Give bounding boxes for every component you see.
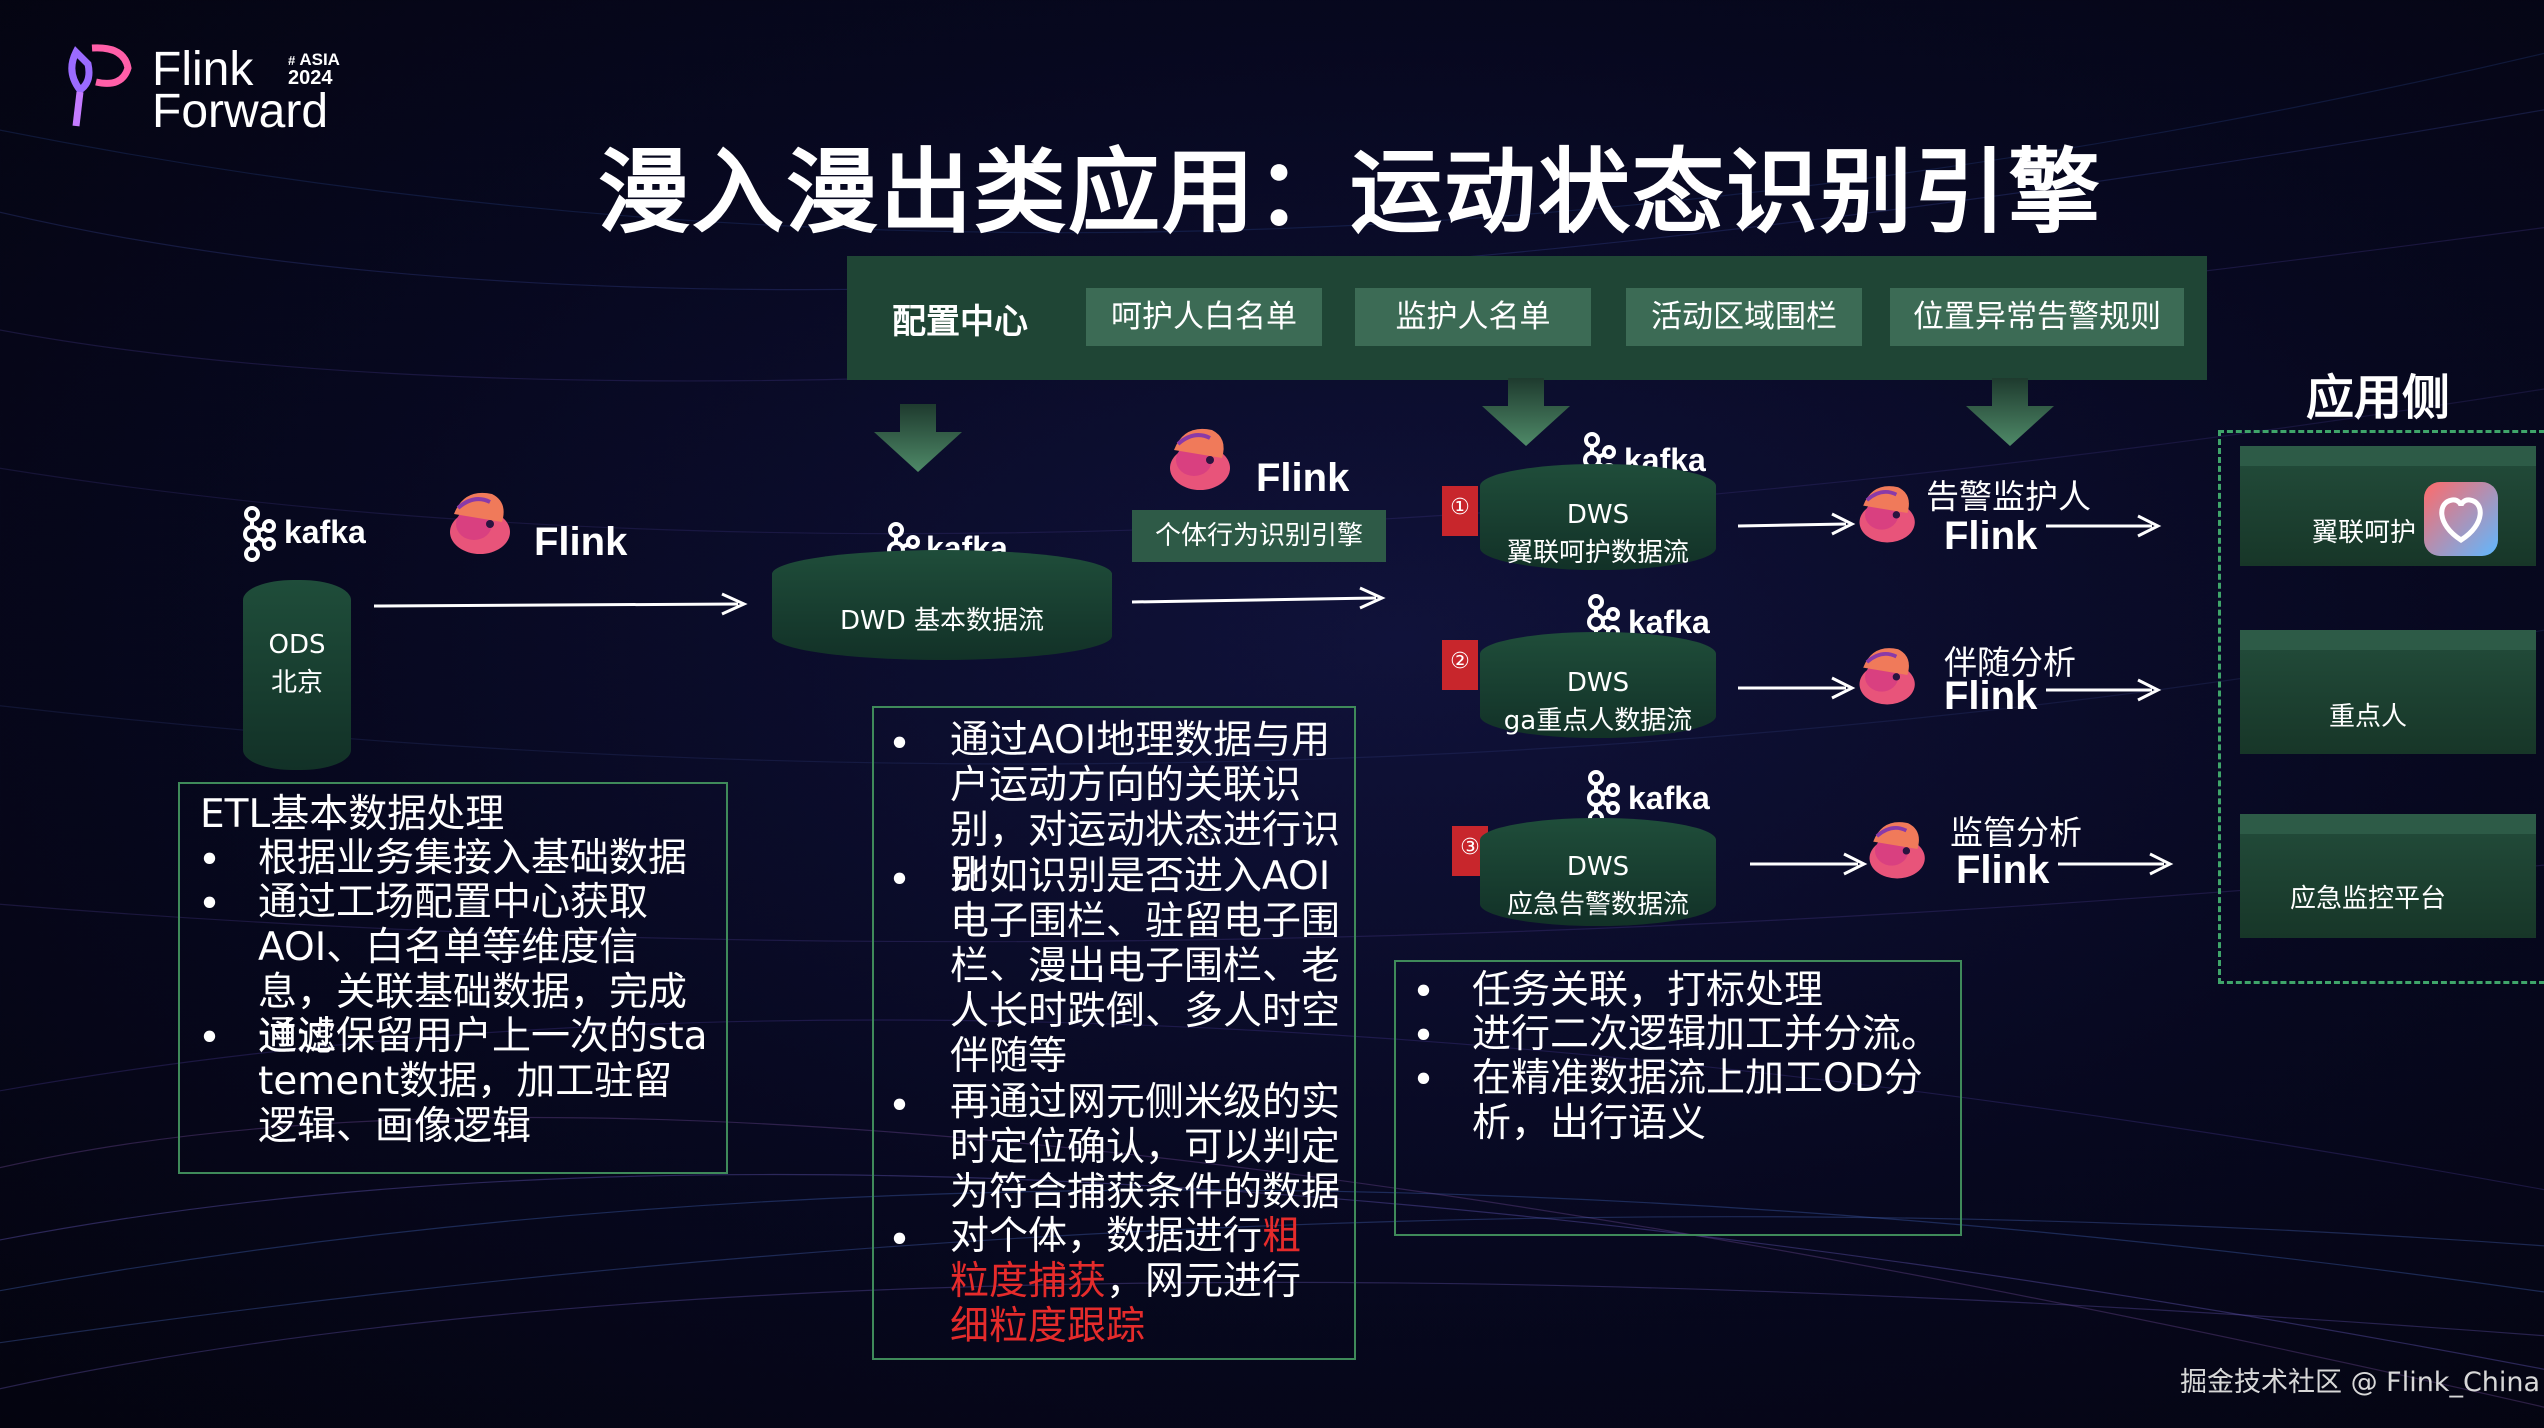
app-box-keyperson (2240, 630, 2536, 754)
task1-flink-label: Flink (1944, 514, 2038, 558)
arrow-right-icon (1738, 676, 1856, 700)
app-emergency-label: 应急监控平台 (2289, 884, 2446, 914)
dws2-cylinder (1480, 632, 1716, 738)
logo-line1: Flink (152, 43, 254, 96)
task3-label: 监管分析 (1950, 813, 2082, 852)
bullet: • (1412, 970, 1436, 1015)
config-item-alert-rules: 位置异常告警规则 (1890, 288, 2184, 346)
engine-bullet-4-mid: ，网元进行 (1106, 1259, 1302, 1304)
logo-badge-year: 2024 (288, 67, 333, 89)
dws1-line1: DWS (1566, 500, 1630, 530)
bullet: • (888, 722, 912, 767)
arrow-right-icon (1131, 586, 1386, 610)
logo-badge-region: # ASIA (288, 50, 340, 69)
dws3-line1: DWS (1566, 852, 1630, 882)
etl-bullet-3: 通过保留用户上一次的statement数据，加工驻留逻辑、画像逻辑 (258, 1014, 708, 1149)
task1-label: 告警监护人 (1926, 477, 2091, 516)
config-item-guardians: 监护人名单 (1355, 288, 1591, 346)
bullet: • (888, 1084, 912, 1129)
task-bullet-1: 任务关联，打标处理 (1472, 968, 1824, 1013)
engine-bullet-2: 比如识别是否进入AOI电子围栏、驻留电子围栏、漫出电子围栏、老人长时跌倒、多人时… (950, 854, 1341, 1079)
config-center-label: 配置中心 (892, 302, 1028, 342)
flink-squirrel-icon (1859, 648, 1915, 705)
etl-bullet-1: 根据业务集接入基础数据 (258, 836, 688, 881)
task-bullet-2: 进行二次逻辑加工并分流。 (1472, 1012, 1941, 1057)
arrow-right-icon (373, 592, 748, 616)
down-arrow-icon (874, 404, 962, 472)
engine-flink-label: Flink (1256, 456, 1350, 500)
engine-bullet-4: 对个体，数据进行粗粒度捕获，网元进行细粒度跟踪 (950, 1214, 1340, 1349)
flink-squirrel-icon (1869, 822, 1925, 879)
task2-flink-label: Flink (1944, 674, 2038, 718)
flink-forward-logo: Flink Forward # ASIA 2024 (62, 42, 362, 138)
engine-label: 个体行为识别引擎 (1132, 510, 1386, 562)
engine-bullet-4-red2: 细粒度跟踪 (950, 1304, 1146, 1349)
task2-label: 伴随分析 (1944, 643, 2076, 682)
flink-squirrel-icon (1170, 428, 1230, 490)
logo-line2: Forward (152, 85, 329, 138)
source-flink-label: Flink (534, 520, 628, 564)
dws1-cylinder (1480, 464, 1716, 570)
flink-squirrel-icon (450, 492, 510, 554)
etl-bullet-2: 通过工场配置中心获取AOI、白名单等维度信息，关联基础数据，完成过滤 (258, 880, 688, 1060)
arrow-right-icon (2058, 852, 2174, 876)
arrow-right-icon (2046, 678, 2162, 702)
dws3-kafka-label: kafka (1628, 780, 1710, 816)
engine-bullet-1: 通过AOI地理数据与用户运动方向的关联识别，对运动状态进行识别 (950, 718, 1341, 898)
config-item-geofence: 活动区域围栏 (1626, 288, 1862, 346)
app-side-frame (2218, 430, 2544, 984)
bullet: • (198, 1016, 222, 1061)
task-text-box: • 任务关联，打标处理 • 进行二次逻辑加工并分流。 • 在精准数据流上加工OD… (1394, 960, 1962, 1236)
dws-number-badge: ② (1442, 640, 1478, 690)
app-box-emergency (2240, 814, 2536, 938)
flink-forward-logo-icon (68, 44, 132, 127)
engine-bullet-3: 再通过网元侧米级的实时定位确认，可以判定为符合捕获条件的数据 (950, 1080, 1341, 1215)
arrow-right-icon (1737, 512, 1856, 536)
dws-number-badge: ① (1442, 486, 1478, 536)
footer-watermark: 掘金技术社区 @ Flink_China (2180, 1367, 2541, 1398)
down-arrow-icon (1966, 378, 2054, 446)
down-arrow-icon (1482, 378, 1570, 446)
engine-text-box: • 通过AOI地理数据与用户运动方向的关联识别，对运动状态进行识别 • 比如识别… (872, 706, 1356, 1360)
dws1-line2: 翼联呵护数据流 (1506, 538, 1689, 568)
bullet: • (888, 1218, 912, 1263)
dws3-line2: 应急告警数据流 (1506, 890, 1689, 920)
etl-text-box: ETL基本数据处理 • 根据业务集接入基础数据 • 通过工场配置中心获取AOI、… (178, 782, 728, 1174)
app-side-title: 应用侧 (2306, 370, 2451, 426)
task3-flink-label: Flink (1956, 848, 2050, 892)
page-title: 漫入漫出类应用：运动状态识别引擎 (597, 139, 2102, 246)
app-keyperson-label: 重点人 (2328, 702, 2407, 732)
kafka-icon (243, 506, 276, 562)
ods-cylinder (243, 580, 351, 770)
bullet: • (1412, 1014, 1436, 1059)
heart-icon (2439, 497, 2483, 543)
etl-heading: ETL基本数据处理 (200, 792, 505, 837)
bullet: • (198, 882, 222, 927)
ods-line1: ODS (268, 630, 326, 660)
config-item-whitelist: 呵护人白名单 (1086, 288, 1322, 346)
dws2-line1: DWS (1566, 668, 1630, 698)
heart-app-icon (2424, 482, 2498, 556)
bullet: • (1412, 1058, 1436, 1103)
dwd-label: DWD 基本数据流 (839, 606, 1044, 636)
arrow-right-icon (2046, 514, 2162, 538)
dws3-cylinder (1480, 818, 1716, 926)
flink-squirrel-icon (1859, 486, 1915, 543)
engine-bullet-4-red1: 粗粒度捕获 (950, 1214, 1302, 1304)
app-yilian-label: 翼联呵护 (2312, 518, 2417, 548)
bullet: • (888, 858, 912, 903)
ods-line2: 北京 (270, 668, 323, 698)
arrow-right-icon (1750, 852, 1868, 876)
bullet: • (198, 838, 222, 883)
task-bullet-3: 在精准数据流上加工OD分析，出行语义 (1472, 1056, 1923, 1146)
source-kafka-label: kafka (284, 514, 366, 550)
dwd-cylinder (772, 550, 1112, 660)
dws2-line2: ga重点人数据流 (1503, 706, 1693, 736)
engine-bullet-4-prefix: 对个体，数据进行 (950, 1214, 1263, 1259)
